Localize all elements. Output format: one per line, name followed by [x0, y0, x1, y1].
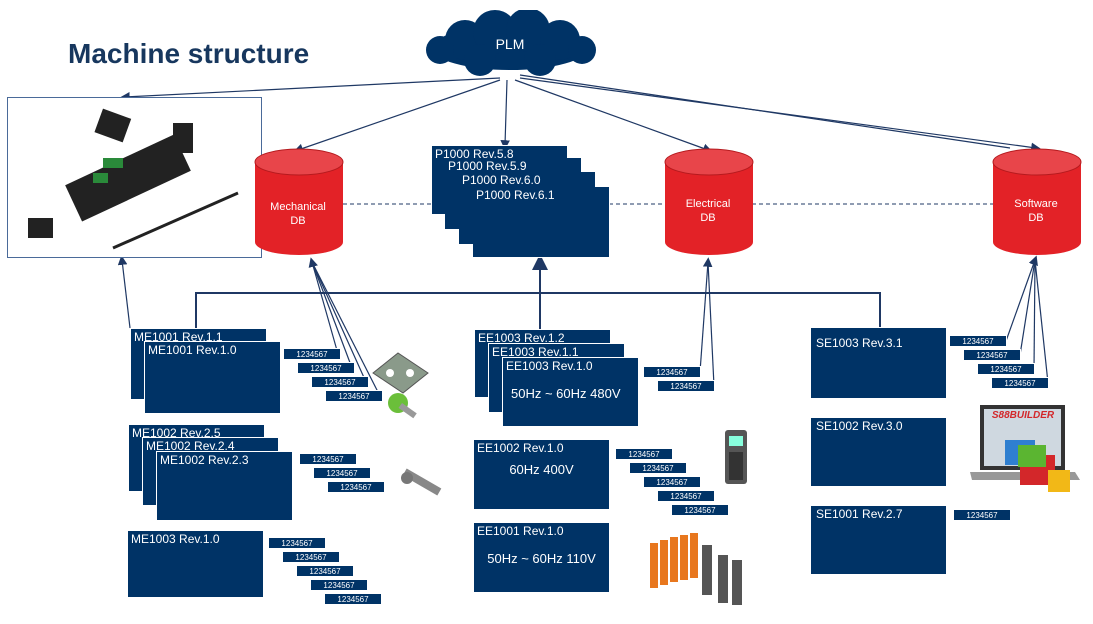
rev-label: P1000 Rev.5.8 [435, 147, 514, 161]
part-number-tag[interactable]: 1234567 [327, 481, 385, 493]
ee1003-card[interactable]: EE1003 Rev.1.0 50Hz ~ 60Hz 480V [502, 357, 639, 427]
rev-label: ME1002 Rev.2.4 [146, 439, 235, 453]
part-number-tag[interactable]: 1234567 [282, 551, 340, 563]
db-name: Software [1014, 198, 1058, 210]
part-number-tag[interactable]: 1234567 [977, 363, 1035, 375]
plm-cloud: PLM [420, 8, 600, 80]
part-number-tag[interactable]: 1234567 [643, 476, 701, 488]
part-number-tag[interactable]: 1234567 [283, 348, 341, 360]
part-number-tag[interactable]: 1234567 [657, 380, 715, 392]
me1003-card[interactable]: ME1003 Rev.1.0 [127, 530, 264, 598]
part-number-tag[interactable]: 1234567 [299, 453, 357, 465]
rev-label: P1000 Rev.5.9 [448, 159, 527, 173]
part-number-tag[interactable]: 1234567 [297, 362, 355, 374]
part-number-tag[interactable]: 1234567 [953, 509, 1011, 521]
bracket-part-image [372, 352, 429, 419]
rev-label: ME1002 Rev.2.3 [160, 453, 249, 467]
plm-label: PLM [495, 36, 525, 52]
software-db-cylinder [992, 148, 1082, 255]
rev-label: EE1001 Rev.1.0 [477, 524, 564, 538]
rev-label: P1000 Rev.6.1 [476, 188, 555, 202]
db-suffix: DB [290, 215, 306, 227]
rev-label: EE1002 Rev.1.0 [477, 441, 564, 455]
part-number-tag[interactable]: 1234567 [268, 537, 326, 549]
rev-label: EE1003 Rev.1.1 [492, 345, 579, 359]
rev-label: ME1001 Rev.1.0 [148, 343, 237, 357]
part-number-tag[interactable]: 1234567 [310, 579, 368, 591]
electrical-db-cylinder [664, 148, 754, 255]
actuator-part-image [401, 468, 442, 496]
rev-label: ME1002 Rev.2.5 [132, 426, 221, 440]
rev-label: SE1003 Rev.3.1 [816, 336, 903, 350]
se1001-card[interactable]: SE1001 Rev.2.7 [810, 505, 947, 575]
ee1001-card[interactable]: EE1001 Rev.1.0 50Hz ~ 60Hz 110V [473, 522, 610, 593]
part-number-tag[interactable]: 1234567 [325, 390, 383, 402]
rev-label: ME1001 Rev.1.1 [134, 330, 223, 344]
me1002-card[interactable]: ME1002 Rev.2.3 [156, 451, 293, 521]
machine-assembly-image [7, 97, 262, 258]
rev-label: EE1003 Rev.1.0 [506, 359, 593, 373]
part-number-tag[interactable]: 1234567 [324, 593, 382, 605]
part-number-tag[interactable]: 1234567 [311, 376, 369, 388]
db-name: Electrical [685, 198, 731, 210]
spec-label: 60Hz 400V [509, 462, 574, 477]
rev-label: SE1002 Rev.3.0 [816, 419, 903, 433]
se1002-card[interactable]: SE1002 Rev.3.0 [810, 417, 947, 487]
drive-image [725, 430, 747, 484]
rev-label: P1000 Rev.6.0 [462, 173, 541, 187]
spec-label: 50Hz ~ 60Hz 110V [487, 551, 596, 566]
part-number-tag[interactable]: 1234567 [657, 490, 715, 502]
me1001-card[interactable]: ME1001 Rev.1.0 [144, 341, 281, 414]
cloud-icon [426, 8, 596, 76]
part-number-tag[interactable]: 1234567 [629, 462, 687, 474]
db-suffix: DB [1028, 212, 1044, 224]
part-number-tag[interactable]: 1234567 [949, 335, 1007, 347]
part-number-tag[interactable]: 1234567 [991, 377, 1049, 389]
s88-logo: S88BUILDER [991, 410, 1055, 421]
s88-builder-image: S88BUILDER [970, 400, 1080, 495]
rev-label: EE1003 Rev.1.2 [478, 331, 565, 345]
p1000-rev-card[interactable]: P1000 Rev.6.1 [473, 187, 610, 258]
db-name: Mechanical [270, 201, 326, 213]
se1003-card[interactable]: SE1003 Rev.3.1 [810, 327, 947, 399]
rev-label: SE1001 Rev.2.7 [816, 507, 903, 521]
io-modules-image [650, 533, 742, 605]
page-title: Machine structure [68, 38, 310, 69]
part-number-tag[interactable]: 1234567 [963, 349, 1021, 361]
part-number-tag[interactable]: 1234567 [615, 448, 673, 460]
part-number-tag[interactable]: 1234567 [671, 504, 729, 516]
part-number-tag[interactable]: 1234567 [643, 366, 701, 378]
db-suffix: DB [700, 212, 716, 224]
part-number-tag[interactable]: 1234567 [313, 467, 371, 479]
ee1002-card[interactable]: EE1002 Rev.1.0 60Hz 400V [473, 439, 610, 510]
part-number-tag[interactable]: 1234567 [296, 565, 354, 577]
mechanical-db-cylinder [254, 148, 344, 255]
spec-label: 50Hz ~ 60Hz 480V [511, 386, 621, 401]
rev-label: ME1003 Rev.1.0 [131, 532, 220, 546]
